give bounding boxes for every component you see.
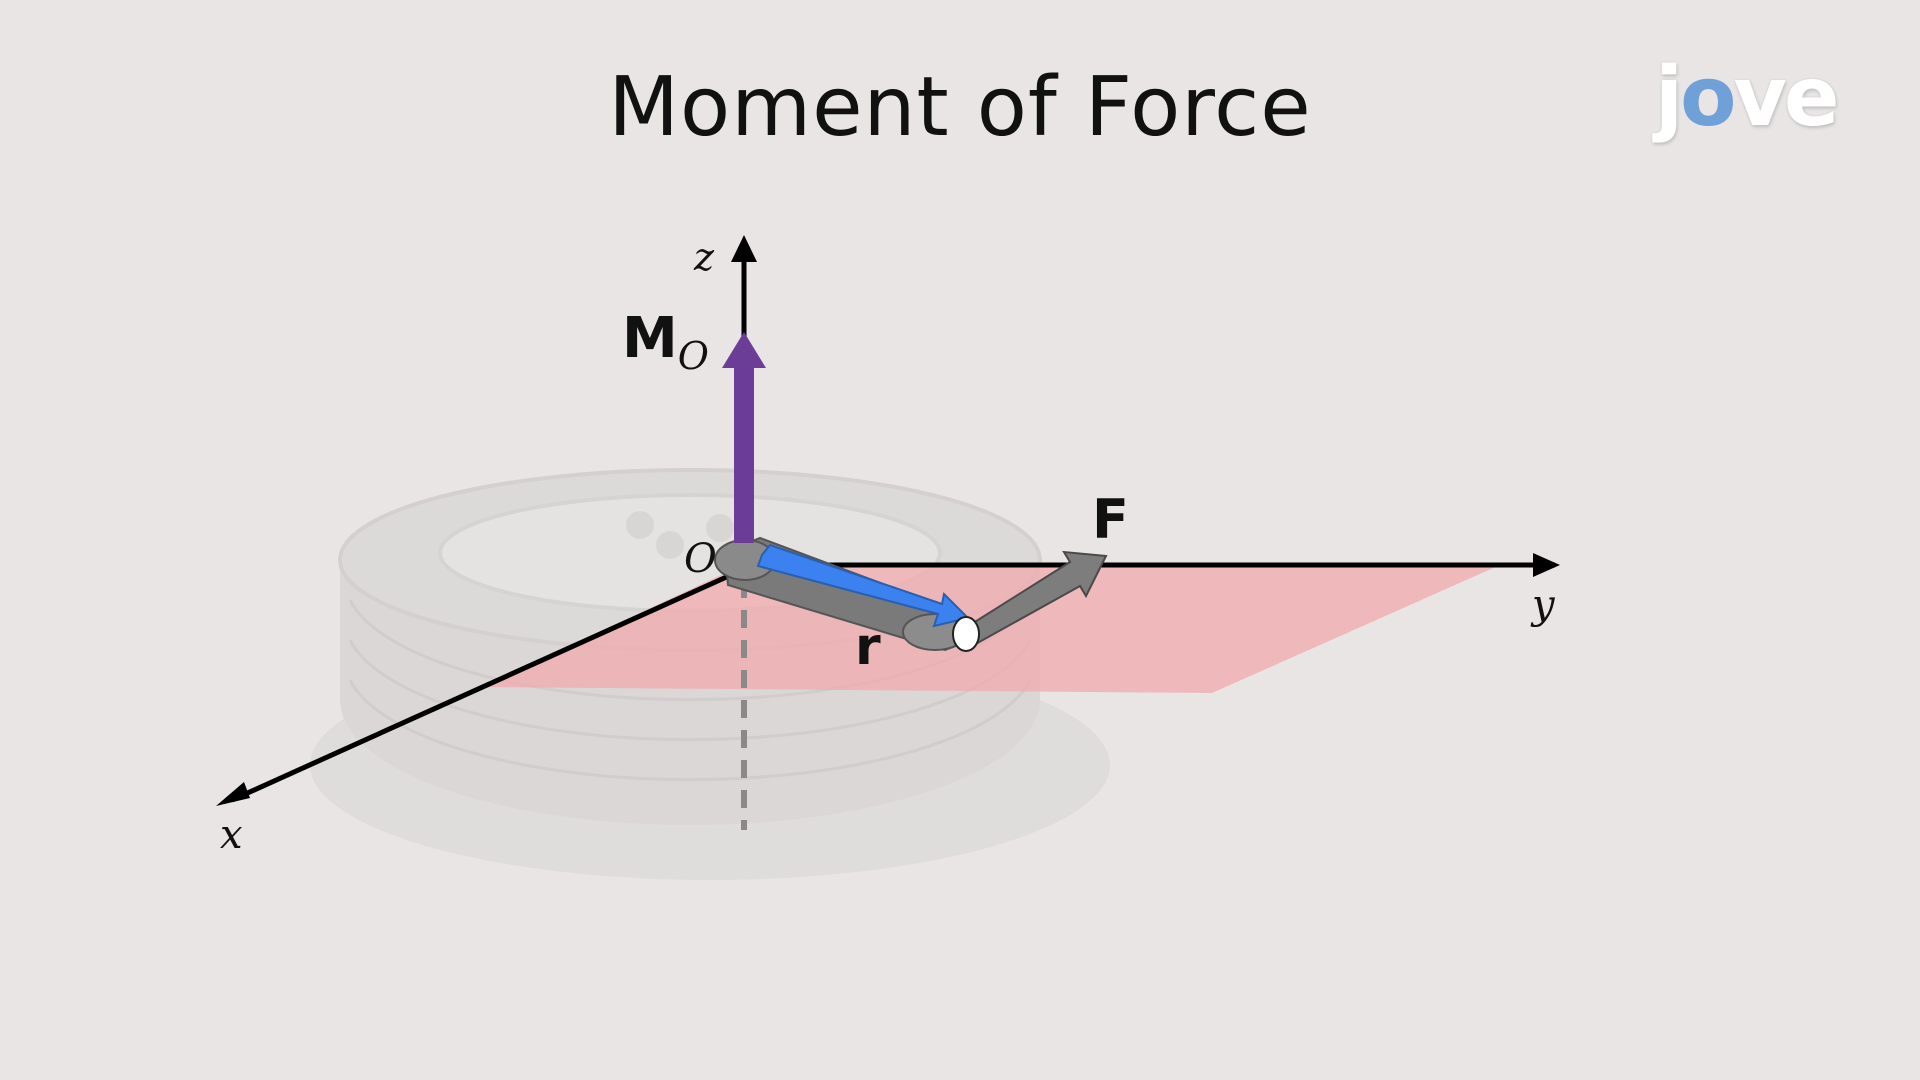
jove-logo: jove [1655, 50, 1840, 145]
origin-label: O [684, 536, 717, 582]
page-title: Moment of Force [608, 60, 1312, 155]
moment-vector [722, 332, 766, 543]
z-axis-label: z [693, 235, 715, 279]
position-label: r [855, 617, 881, 677]
application-point [952, 616, 980, 652]
y-axis-arrowhead [1533, 553, 1560, 577]
y-axis-label: y [1530, 582, 1556, 628]
x-axis-arrowhead [216, 782, 250, 806]
moment-label: MO [622, 306, 709, 378]
speech-bubble-icon: o [1680, 50, 1736, 145]
x-axis-label: x [220, 812, 243, 858]
z-axis-arrowhead [731, 235, 757, 262]
force-vector [960, 550, 1108, 648]
x-axis [230, 567, 744, 803]
force-label: F [1092, 488, 1129, 551]
